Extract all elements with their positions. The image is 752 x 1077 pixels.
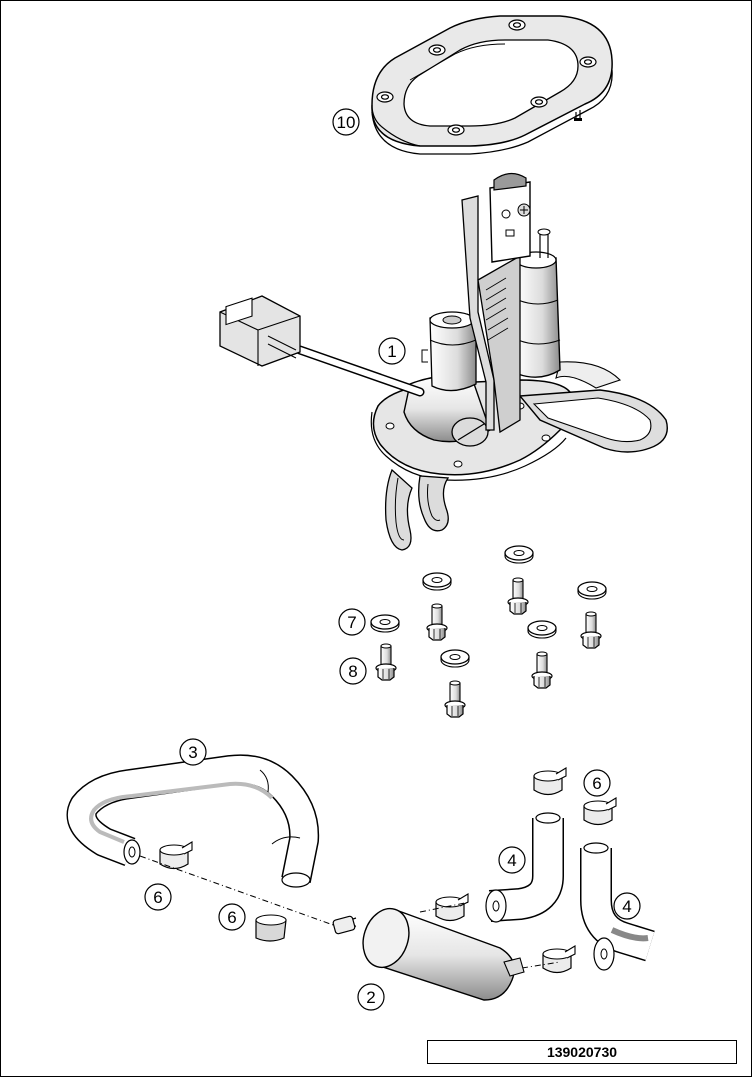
callout-6-right: 6	[583, 769, 611, 797]
elbow-hoses-part-4	[485, 812, 655, 971]
callouts: 10 1 7 8 3 6 6 6	[144, 108, 641, 1011]
hose-clamps-part-6	[159, 767, 617, 974]
fuel-hose-part-3	[66, 754, 320, 888]
bolts-part-8	[375, 577, 602, 718]
callout-10: 10	[332, 108, 360, 136]
svg-text:7: 7	[347, 613, 356, 632]
svg-text:4: 4	[622, 897, 631, 916]
svg-text:10: 10	[337, 113, 356, 132]
washers-part-7	[370, 545, 607, 668]
callout-3: 3	[179, 738, 207, 766]
svg-text:6: 6	[592, 774, 601, 793]
svg-text:8: 8	[348, 662, 357, 681]
callout-2: 2	[357, 983, 385, 1011]
fuel-pump-assembly-part-1	[219, 172, 668, 551]
svg-text:4: 4	[507, 851, 516, 870]
callout-4-left: 4	[498, 846, 526, 874]
callout-7: 7	[338, 608, 366, 636]
part-number: 139020730	[546, 1044, 618, 1060]
flange-ring-part-10	[371, 15, 613, 155]
callout-6-left: 6	[144, 883, 172, 911]
callout-6-middle: 6	[218, 903, 246, 931]
svg-text:1: 1	[387, 342, 396, 361]
assembly-lines	[139, 855, 561, 969]
svg-text:3: 3	[188, 743, 197, 762]
svg-text:6: 6	[227, 908, 236, 927]
callout-1: 1	[378, 337, 406, 365]
callout-4-right: 4	[613, 892, 641, 920]
fuel-filter-part-2	[332, 907, 525, 1001]
svg-text:2: 2	[366, 988, 375, 1007]
callout-8: 8	[339, 657, 367, 685]
svg-text:6: 6	[153, 888, 162, 907]
part-number-box: 139020730	[427, 1040, 737, 1064]
